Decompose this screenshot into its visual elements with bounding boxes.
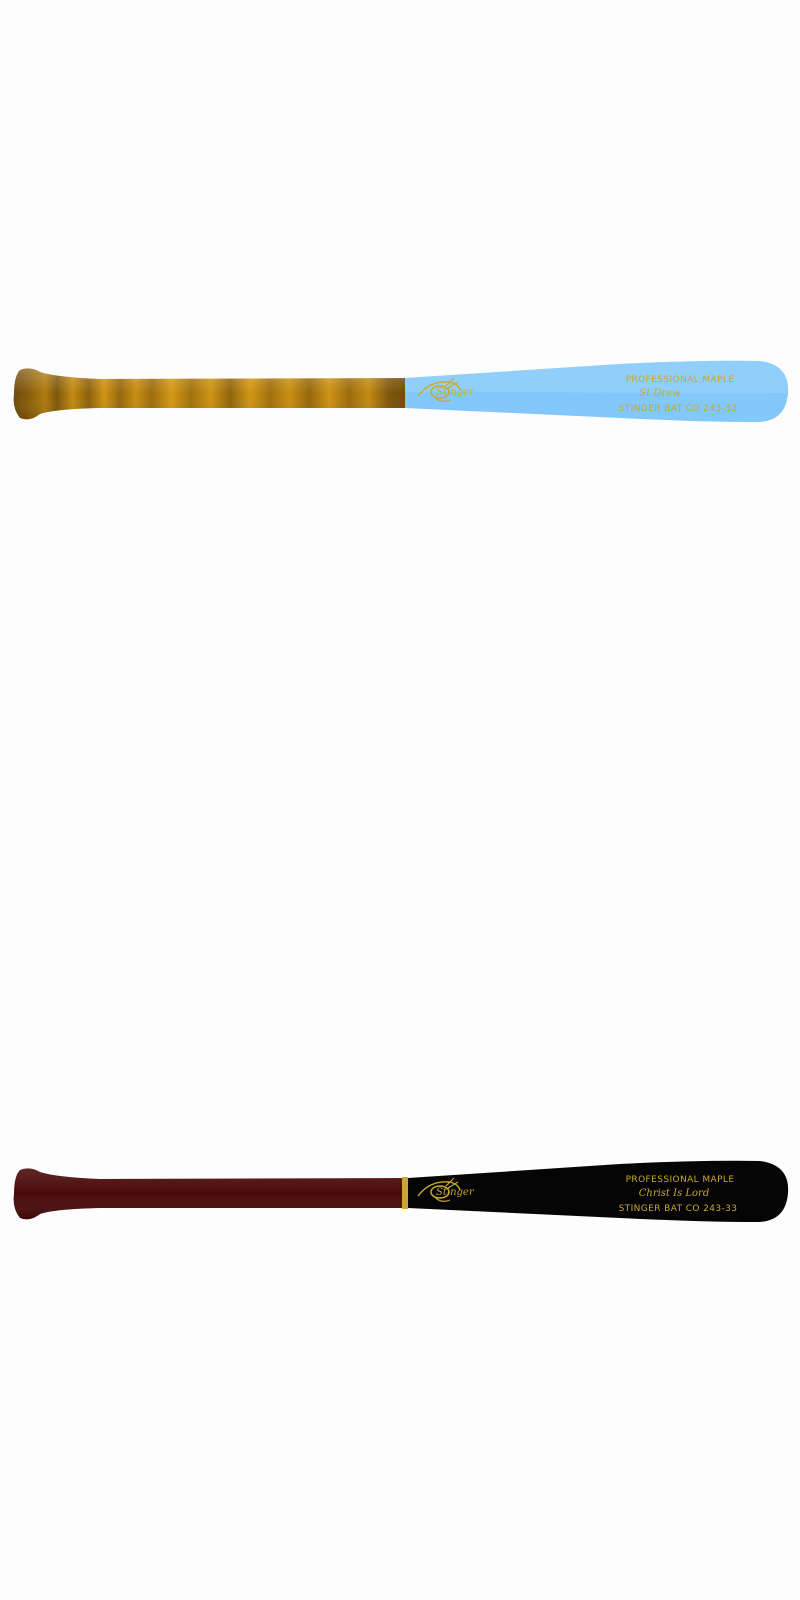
bat-1-line-3: STINGER BAT CO 243-33 xyxy=(619,404,738,414)
bat-2-graphic: Stinger PROFESSIONAL MAPLE Christ Is Lor… xyxy=(13,1160,789,1222)
bat-1-line-2: St Drew xyxy=(639,388,681,399)
bat-2: Stinger PROFESSIONAL MAPLE Christ Is Lor… xyxy=(0,1140,800,1260)
bat-2-line-3: STINGER BAT CO 243-33 xyxy=(619,1204,738,1214)
stinger-hornet-icon: Stinger xyxy=(417,377,475,402)
bat-2-gold-ring xyxy=(402,1177,408,1209)
bat-1-line-1: PROFESSIONAL MAPLE xyxy=(626,375,735,385)
svg-text:Stinger: Stinger xyxy=(436,1187,475,1198)
bat-1-graphic: Stinger PROFESSIONAL MAPLE St Drew STING… xyxy=(13,360,789,422)
bat-2-line-1: PROFESSIONAL MAPLE xyxy=(626,1175,735,1185)
bat-1: Stinger PROFESSIONAL MAPLE St Drew STING… xyxy=(0,340,800,460)
stinger-hornet-icon: Stinger xyxy=(417,1177,475,1202)
svg-text:Stinger: Stinger xyxy=(436,387,475,398)
bat-2-line-2: Christ Is Lord xyxy=(639,1188,710,1199)
bat-2-barrel xyxy=(408,1160,789,1222)
